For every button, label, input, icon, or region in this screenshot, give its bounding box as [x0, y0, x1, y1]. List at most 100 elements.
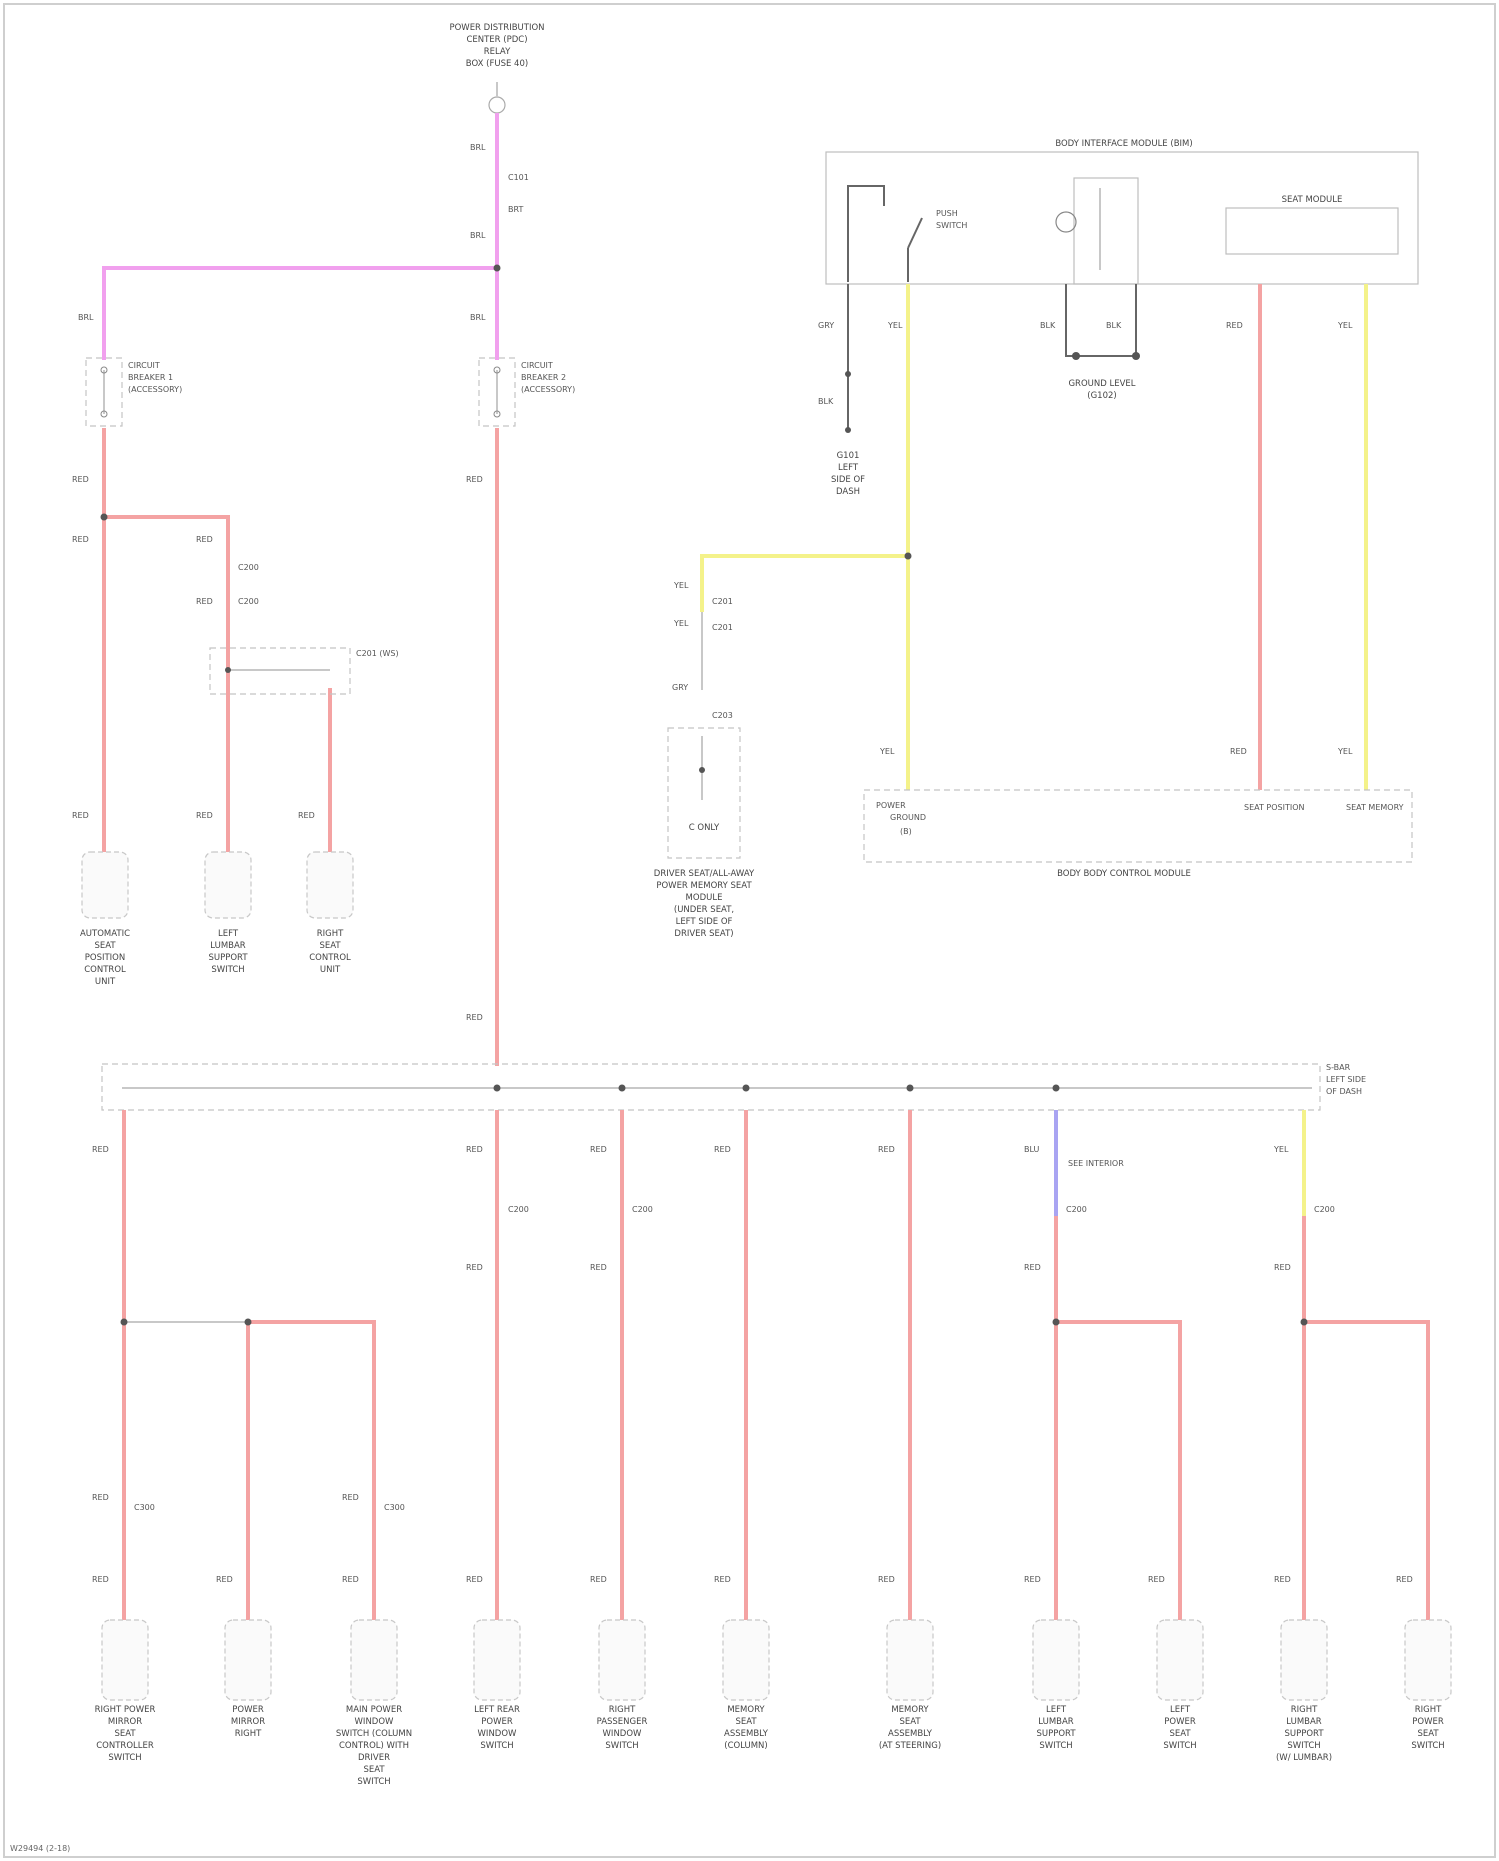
- connector-c201: C201 (WS): [210, 648, 399, 694]
- bus-label-3: OF DASH: [1326, 1087, 1362, 1096]
- svg-text:SWITCH: SWITCH: [357, 1777, 390, 1787]
- upper-component-3: RIGHT SEAT CONTROL UNIT: [307, 852, 353, 975]
- svg-text:RED: RED: [342, 1493, 359, 1502]
- svg-text:SUPPORT: SUPPORT: [1036, 1729, 1076, 1739]
- svg-text:C201: C201: [712, 597, 733, 606]
- svg-text:C200: C200: [508, 1205, 529, 1214]
- svg-text:C203: C203: [712, 711, 733, 720]
- svg-text:SEAT: SEAT: [319, 941, 341, 951]
- svg-text:RED: RED: [72, 475, 89, 484]
- svg-text:LEFT: LEFT: [1046, 1705, 1067, 1715]
- svg-text:YEL: YEL: [1337, 321, 1353, 330]
- splice-pink: [494, 265, 501, 272]
- svg-text:SEAT: SEAT: [735, 1717, 757, 1727]
- svg-text:RED: RED: [92, 1145, 109, 1154]
- lower-component-3: MAIN POWER WINDOW SWITCH (COLUMN CONTROL…: [336, 1620, 412, 1787]
- mid-switch-label-4: (UNDER SEAT,: [674, 905, 734, 915]
- lower-component-8: LEFT LUMBAR SUPPORT SWITCH: [1033, 1620, 1079, 1751]
- yellow-wires: YEL C201 YEL YEL: [673, 284, 1366, 790]
- svg-text:POWER: POWER: [1164, 1717, 1196, 1727]
- svg-text:RED: RED: [466, 1575, 483, 1584]
- svg-text:ASSEMBLY: ASSEMBLY: [888, 1729, 933, 1739]
- svg-text:C201: C201: [712, 623, 733, 632]
- left-red-wires: RED RED RED C200 RED C200 RED RED RED: [72, 428, 330, 852]
- svg-text:RED: RED: [878, 1145, 895, 1154]
- svg-text:YEL: YEL: [879, 747, 895, 756]
- bcm-left-label-1: POWER: [876, 801, 906, 810]
- svg-text:BLK: BLK: [818, 397, 834, 406]
- svg-text:PASSENGER: PASSENGER: [597, 1717, 648, 1727]
- svg-text:BRL: BRL: [470, 313, 486, 322]
- svg-text:RIGHT POWER: RIGHT POWER: [95, 1705, 156, 1715]
- svg-text:C200: C200: [1314, 1205, 1335, 1214]
- svg-text:SEAT: SEAT: [94, 941, 116, 951]
- svg-text:RED: RED: [1230, 747, 1247, 756]
- lower-component-6: MEMORY SEAT ASSEMBLY (COLUMN): [723, 1620, 769, 1751]
- svg-text:LUMBAR: LUMBAR: [210, 941, 246, 951]
- svg-text:RED: RED: [216, 1575, 233, 1584]
- svg-text:RED: RED: [466, 1263, 483, 1272]
- bcm-right-label: SEAT MEMORY: [1346, 803, 1404, 812]
- c201-label: C201 (WS): [356, 649, 399, 658]
- ground-g101: BLK G101 LEFT SIDE OF DASH: [818, 284, 865, 497]
- svg-text:BLK: BLK: [1040, 321, 1056, 330]
- bcm-left-label-3: (B): [900, 827, 912, 836]
- cb1-label-1: CIRCUIT: [128, 361, 160, 370]
- lower-component-11: RIGHT POWER SEAT SWITCH: [1405, 1620, 1451, 1751]
- lower-component-4: LEFT REAR POWER WINDOW SWITCH: [474, 1620, 520, 1751]
- ground-left-label-4: DASH: [836, 487, 860, 497]
- mid-switch-inner-label: C ONLY: [689, 823, 720, 833]
- footer-code: W29494 (2-18): [10, 1844, 70, 1853]
- lower-wires: SEE INTERIOR RED RED RED RED RED BLU YEL…: [92, 1110, 1428, 1644]
- svg-text:POWER: POWER: [232, 1705, 264, 1715]
- cb1-label-3: (ACCESSORY): [128, 385, 182, 394]
- svg-text:C200: C200: [632, 1205, 653, 1214]
- svg-text:RED: RED: [1024, 1575, 1041, 1584]
- upper-component-1: AUTOMATIC SEAT POSITION CONTROL UNIT: [80, 852, 130, 987]
- mid-switch-label-1: DRIVER SEAT/ALL-AWAY: [654, 869, 755, 879]
- svg-text:BRL: BRL: [470, 231, 486, 240]
- svg-text:POSITION: POSITION: [85, 953, 125, 963]
- svg-text:LEFT: LEFT: [1170, 1705, 1191, 1715]
- ground-left-label-1: G101: [837, 451, 860, 461]
- svg-text:(W/ LUMBAR): (W/ LUMBAR): [1276, 1753, 1332, 1763]
- circuit-breaker-left: CIRCUIT BREAKER 1 (ACCESSORY): [86, 358, 182, 426]
- svg-text:RED: RED: [1226, 321, 1243, 330]
- svg-text:RED: RED: [466, 475, 483, 484]
- svg-text:RED: RED: [714, 1145, 731, 1154]
- svg-text:SEAT: SEAT: [1169, 1729, 1191, 1739]
- mid-switch-label-6: DRIVER SEAT): [674, 929, 733, 939]
- top-source-label-1: POWER DISTRIBUTION: [449, 23, 544, 33]
- svg-text:BLK: BLK: [1106, 321, 1122, 330]
- svg-text:CONTROLLER: CONTROLLER: [96, 1741, 154, 1751]
- svg-text:LUMBAR: LUMBAR: [1286, 1717, 1322, 1727]
- svg-text:SWITCH: SWITCH: [1287, 1741, 1320, 1751]
- svg-text:CONTROL: CONTROL: [84, 965, 126, 975]
- switch-label-2: SWITCH: [936, 221, 967, 230]
- cb2-label-3: (ACCESSORY): [521, 385, 575, 394]
- svg-text:RED: RED: [196, 535, 213, 544]
- mid-switch-label-2: POWER MEMORY SEAT: [656, 881, 752, 891]
- svg-text:RED: RED: [1274, 1263, 1291, 1272]
- svg-text:RED: RED: [196, 597, 213, 606]
- svg-text:SEAT: SEAT: [114, 1729, 136, 1739]
- svg-text:YEL: YEL: [1337, 747, 1353, 756]
- svg-text:SEAT: SEAT: [899, 1717, 921, 1727]
- svg-text:SWITCH: SWITCH: [1163, 1741, 1196, 1751]
- svg-text:C200: C200: [238, 563, 259, 572]
- bus-bar: S-BAR LEFT SIDE OF DASH: [102, 1063, 1366, 1110]
- circuit-breaker-right: CIRCUIT BREAKER 2 (ACCESSORY): [479, 358, 575, 426]
- svg-text:RED: RED: [1396, 1575, 1413, 1584]
- svg-text:BRL: BRL: [470, 143, 486, 152]
- lower-component-1: RIGHT POWER MIRROR SEAT CONTROLLER SWITC…: [95, 1620, 156, 1763]
- bcm-title: BODY BODY CONTROL MODULE: [1057, 869, 1191, 879]
- svg-text:SWITCH: SWITCH: [480, 1741, 513, 1751]
- svg-text:RED: RED: [590, 1575, 607, 1584]
- top-power-source: POWER DISTRIBUTION CENTER (PDC) RELAY BO…: [449, 23, 544, 113]
- svg-text:GRY: GRY: [818, 321, 834, 330]
- svg-text:RED: RED: [1024, 1263, 1041, 1272]
- svg-text:MIRROR: MIRROR: [231, 1717, 265, 1727]
- svg-text:SWITCH: SWITCH: [211, 965, 244, 975]
- lower-component-5: RIGHT PASSENGER WINDOW SWITCH: [597, 1620, 648, 1751]
